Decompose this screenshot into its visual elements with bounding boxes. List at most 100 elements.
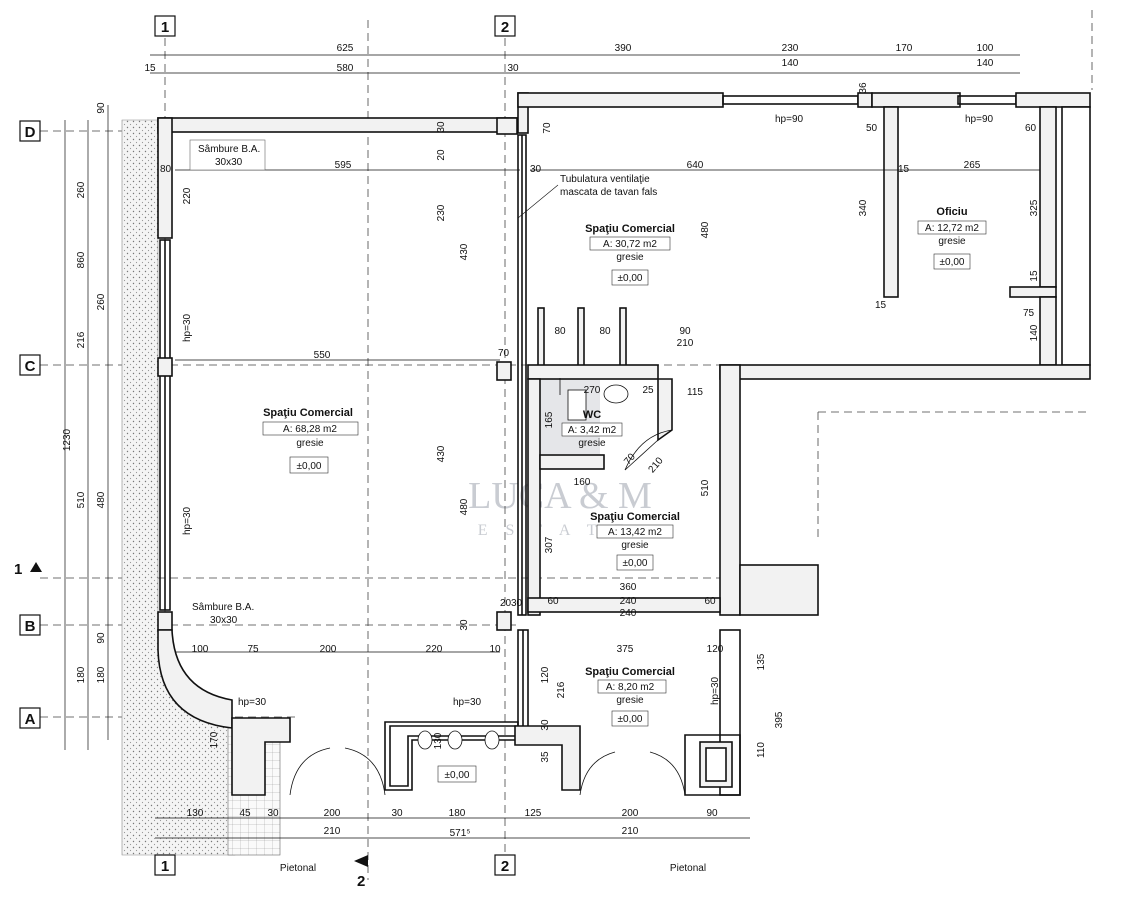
svg-text:640: 640	[687, 160, 704, 171]
section-arrow-icon	[354, 855, 368, 867]
svg-text:75: 75	[247, 644, 259, 655]
svg-text:120: 120	[707, 644, 724, 655]
svg-text:gresie: gresie	[578, 438, 606, 449]
svg-text:Sâmbure B.A.: Sâmbure B.A.	[198, 144, 260, 155]
svg-text:30: 30	[530, 164, 542, 175]
svg-text:gresie: gresie	[616, 695, 644, 706]
svg-text:35: 35	[540, 751, 551, 763]
svg-text:70: 70	[542, 122, 553, 134]
svg-text:45: 45	[239, 808, 251, 819]
svg-text:15: 15	[144, 63, 156, 74]
svg-text:240: 240	[620, 596, 637, 607]
svg-text:180: 180	[449, 808, 466, 819]
svg-text:110: 110	[756, 742, 767, 758]
svg-text:75: 75	[1023, 308, 1035, 319]
svg-text:90: 90	[96, 102, 107, 114]
svg-text:430: 430	[436, 445, 447, 462]
section-arrow-icon	[30, 562, 42, 572]
svg-text:gresie: gresie	[938, 236, 966, 247]
pietonal-right: Pietonal	[670, 863, 706, 874]
svg-text:A: A	[25, 711, 36, 728]
svg-text:30: 30	[507, 63, 519, 74]
room-label-2: Spaţiu Comercial A: 30,72 m2 gresie ±0,0…	[585, 223, 675, 286]
room-label-6: Spaţiu Comercial A: 8,20 m2 gresie ±0,00	[585, 666, 675, 727]
svg-text:210: 210	[677, 338, 694, 349]
notes: Sâmbure B.A. 30x30 Sâmbure B.A. 30x30 Tu…	[182, 114, 994, 708]
walls	[157, 92, 1091, 796]
svg-text:LUCA & M: LUCA & M	[468, 475, 652, 517]
svg-text:90: 90	[706, 808, 718, 819]
svg-text:Sâmbure B.A.: Sâmbure B.A.	[192, 602, 254, 613]
svg-text:30: 30	[391, 808, 403, 819]
svg-text:60: 60	[547, 596, 559, 607]
svg-text:390: 390	[615, 43, 632, 54]
fixtures	[417, 384, 629, 750]
svg-text:20: 20	[500, 598, 512, 609]
door-swings	[289, 378, 686, 796]
svg-text:170: 170	[209, 731, 220, 748]
svg-text:480: 480	[700, 221, 711, 238]
svg-text:B: B	[25, 618, 36, 635]
svg-text:70: 70	[622, 451, 638, 467]
room-label-5: Spaţiu Comercial A: 13,42 m2 gresie ±0,0…	[590, 511, 680, 571]
meter-icon	[484, 730, 500, 750]
svg-text:hp=30: hp=30	[238, 697, 267, 708]
svg-text:gresie: gresie	[296, 438, 324, 449]
svg-text:340: 340	[858, 199, 869, 216]
svg-text:480: 480	[96, 491, 107, 508]
top-dimensions: 625 390 230 170 100 15 580 30 140 140	[144, 43, 993, 74]
svg-text:230: 230	[436, 204, 447, 221]
svg-text:30x30: 30x30	[210, 615, 238, 626]
svg-text:180: 180	[96, 666, 107, 683]
washbasin-icon	[603, 384, 629, 404]
svg-text:hp=30: hp=30	[453, 697, 482, 708]
svg-text:510: 510	[76, 491, 87, 508]
svg-text:mascata de tavan fals: mascata de tavan fals	[560, 187, 657, 198]
svg-text:260: 260	[76, 181, 87, 198]
svg-text:Tubulatura ventilaţie: Tubulatura ventilaţie	[560, 174, 650, 185]
svg-text:15: 15	[875, 300, 887, 311]
svg-text:140: 140	[977, 58, 994, 69]
svg-text:20: 20	[436, 149, 447, 161]
svg-text:115: 115	[687, 387, 703, 398]
axis-labels: 1 2 1 2 D C B A 1 2	[14, 19, 509, 890]
svg-text:200: 200	[622, 808, 639, 819]
svg-text:60: 60	[704, 596, 716, 607]
svg-text:hp=30: hp=30	[182, 313, 193, 342]
svg-text:230: 230	[782, 43, 799, 54]
svg-text:240: 240	[620, 608, 637, 619]
svg-text:25: 25	[642, 385, 654, 396]
svg-text:625: 625	[337, 43, 354, 54]
svg-text:A: 68,28 m2: A: 68,28 m2	[283, 424, 337, 435]
svg-text:hp=30: hp=30	[710, 676, 721, 705]
meter-icon	[417, 730, 433, 750]
svg-text:120: 120	[540, 666, 551, 683]
svg-text:WC: WC	[583, 409, 601, 421]
svg-text:200: 200	[320, 644, 337, 655]
svg-text:216: 216	[76, 331, 87, 348]
svg-text:80: 80	[160, 164, 172, 175]
svg-text:125: 125	[525, 808, 542, 819]
svg-text:580: 580	[337, 63, 354, 74]
entrance-level-label: ±0,00	[437, 765, 477, 783]
svg-text:Oficiu: Oficiu	[936, 206, 967, 218]
svg-text:1: 1	[161, 858, 169, 875]
svg-text:Spaţiu Comercial: Spaţiu Comercial	[590, 511, 680, 523]
svg-text:2: 2	[357, 873, 365, 890]
svg-text:2: 2	[501, 19, 509, 36]
svg-text:±0,00: ±0,00	[297, 461, 322, 472]
svg-text:160: 160	[574, 477, 591, 488]
svg-text:135: 135	[756, 653, 767, 670]
pietonal-left: Pietonal	[280, 863, 316, 874]
svg-text:30: 30	[267, 808, 279, 819]
svg-text:15: 15	[1029, 270, 1040, 282]
svg-text:1: 1	[14, 561, 22, 578]
inner-dimensions: 595 80 220 30 20 230 430 550 430 480 30 …	[160, 82, 1040, 763]
svg-text:325: 325	[1029, 199, 1040, 216]
svg-text:80: 80	[554, 326, 566, 337]
svg-text:860: 860	[76, 251, 87, 268]
svg-text:550: 550	[314, 350, 331, 361]
svg-text:1: 1	[161, 19, 169, 36]
svg-text:130: 130	[433, 732, 444, 749]
